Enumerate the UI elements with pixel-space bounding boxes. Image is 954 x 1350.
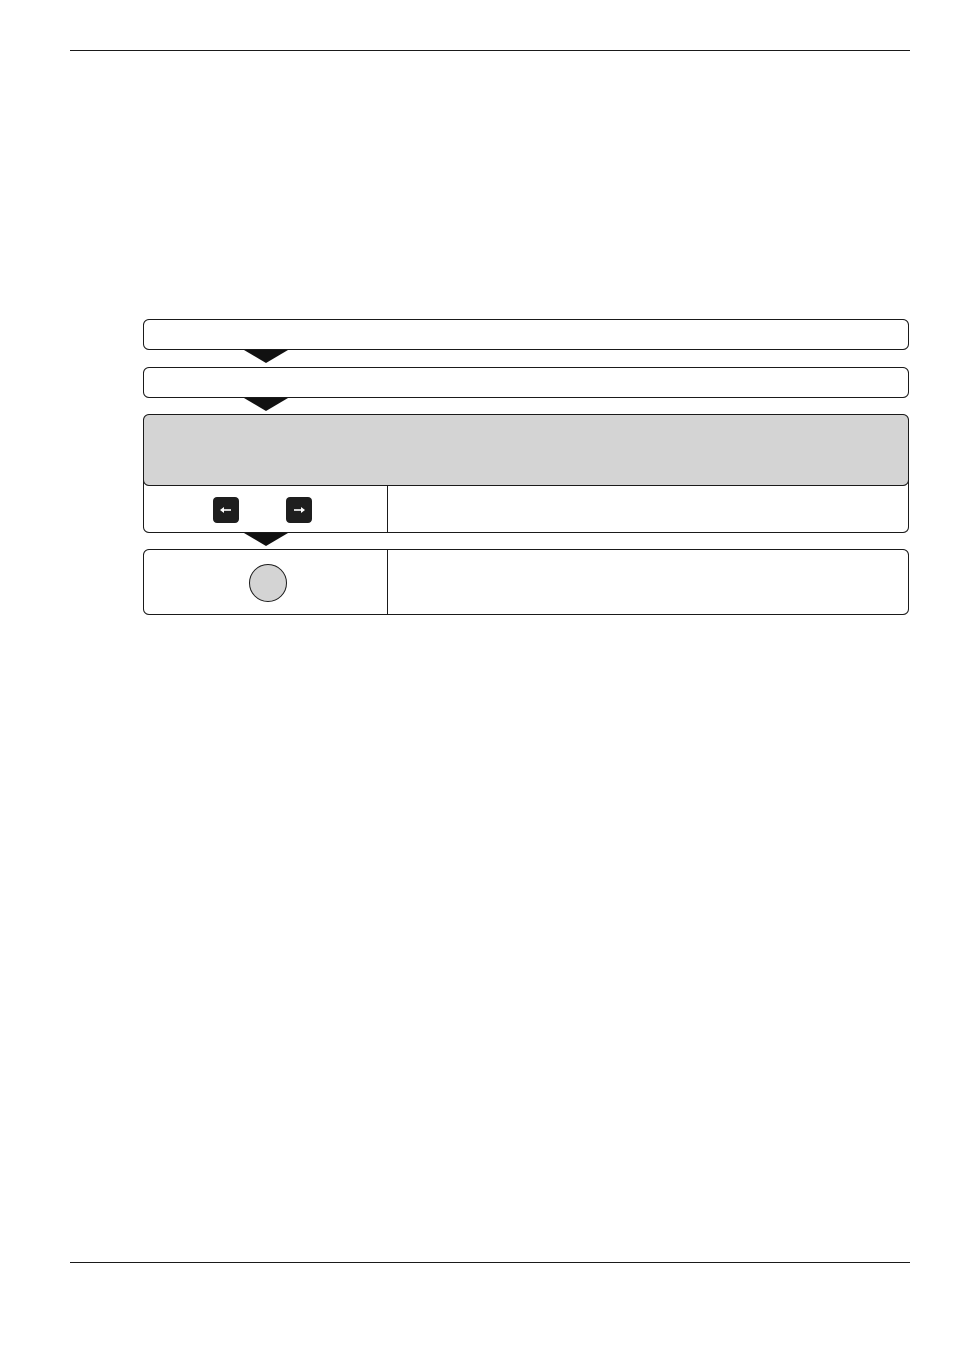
flow-step-2 — [143, 367, 909, 398]
column-divider — [387, 550, 388, 614]
arrow-right-key[interactable] — [286, 497, 312, 523]
down-triangle-icon — [244, 533, 288, 546]
down-triangle-icon — [244, 398, 288, 411]
circle-key-icon[interactable] — [249, 564, 287, 602]
panel-header — [143, 414, 909, 486]
down-triangle-icon — [244, 350, 288, 363]
arrow-left-key[interactable] — [213, 497, 239, 523]
header-rule — [70, 50, 910, 51]
circle-key-row — [143, 549, 909, 615]
flow-step-1 — [143, 319, 909, 350]
column-divider — [387, 476, 388, 532]
footer-rule — [70, 1262, 910, 1263]
key-panel — [143, 414, 909, 533]
arrow-right-icon — [294, 507, 305, 513]
arrow-left-icon — [220, 507, 231, 513]
